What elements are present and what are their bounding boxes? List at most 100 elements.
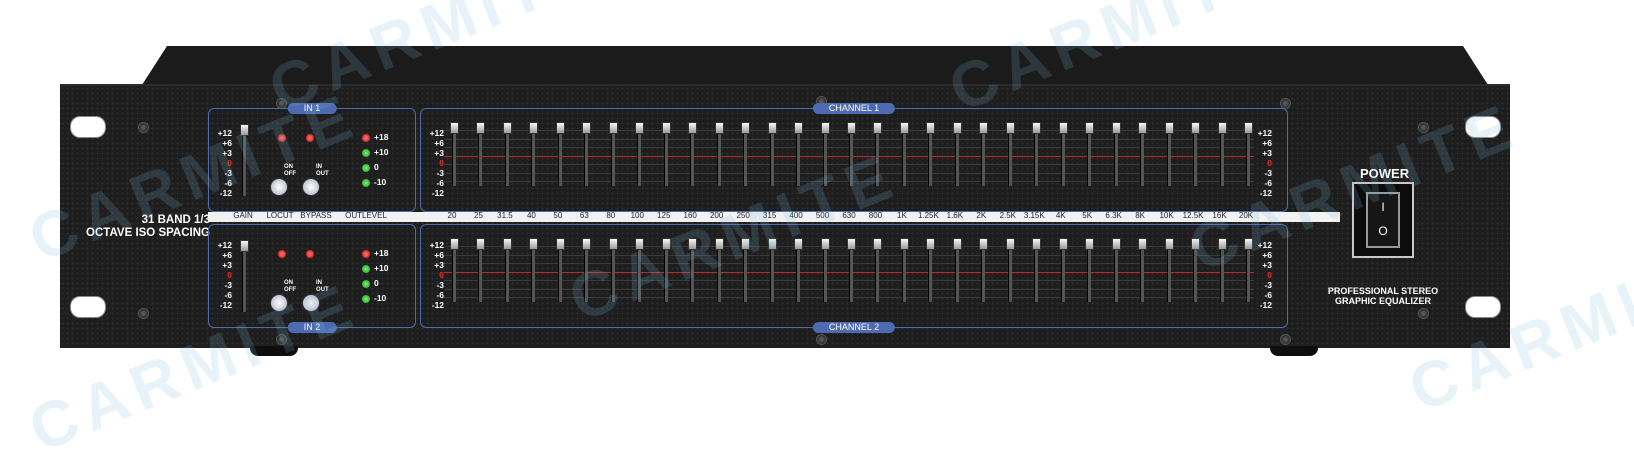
band-slider[interactable] <box>1217 238 1227 302</box>
slider-knob[interactable] <box>1138 122 1148 134</box>
band-slider[interactable] <box>714 122 724 186</box>
band-slider[interactable] <box>873 122 883 186</box>
band-slider[interactable] <box>608 238 618 302</box>
band-slider[interactable] <box>979 122 989 186</box>
slider-knob[interactable] <box>847 122 856 134</box>
band-slider[interactable] <box>1244 238 1253 302</box>
slider-knob[interactable] <box>1244 122 1253 134</box>
slider-knob[interactable] <box>1191 122 1201 134</box>
slider-knob[interactable] <box>450 238 459 250</box>
band-slider[interactable] <box>1138 122 1148 186</box>
slider-knob[interactable] <box>661 238 671 250</box>
band-slider[interactable] <box>1111 238 1121 302</box>
band-slider[interactable] <box>873 238 883 302</box>
band-slider[interactable] <box>502 238 512 302</box>
slider-knob[interactable] <box>1085 238 1095 250</box>
slider-knob[interactable] <box>1244 238 1253 250</box>
band-slider[interactable] <box>450 122 459 186</box>
slider-knob[interactable] <box>555 238 565 250</box>
slider-knob[interactable] <box>1191 238 1201 250</box>
band-slider[interactable] <box>582 122 592 186</box>
band-slider[interactable] <box>476 238 486 302</box>
band-slider[interactable] <box>1191 122 1201 186</box>
slider-knob[interactable] <box>555 122 565 134</box>
slider-knob[interactable] <box>608 122 618 134</box>
band-slider[interactable] <box>741 238 751 302</box>
band-slider[interactable] <box>820 238 830 302</box>
slider-knob[interactable] <box>476 238 486 250</box>
slider-knob[interactable] <box>1111 122 1121 134</box>
band-slider[interactable] <box>1244 122 1253 186</box>
slider-knob[interactable] <box>1138 238 1148 250</box>
band-slider[interactable] <box>555 238 565 302</box>
band-slider[interactable] <box>847 122 856 186</box>
band-slider[interactable] <box>1005 122 1015 186</box>
band-slider[interactable] <box>529 122 539 186</box>
band-slider[interactable] <box>926 238 936 302</box>
band-slider[interactable] <box>741 122 751 186</box>
power-switch[interactable]: I O <box>1366 192 1400 248</box>
band-slider[interactable] <box>1217 122 1227 186</box>
bypass-button[interactable] <box>302 294 320 312</box>
band-slider[interactable] <box>1058 122 1068 186</box>
slider-knob[interactable] <box>1217 238 1227 250</box>
band-slider[interactable] <box>899 238 909 302</box>
slider-knob[interactable] <box>608 238 618 250</box>
band-slider[interactable] <box>926 122 936 186</box>
slider-knob[interactable] <box>661 122 671 134</box>
band-slider[interactable] <box>1032 122 1042 186</box>
slider-knob[interactable] <box>714 238 724 250</box>
slider-knob[interactable] <box>635 238 645 250</box>
band-slider[interactable] <box>502 122 512 186</box>
band-slider[interactable] <box>1191 238 1201 302</box>
slider-knob[interactable] <box>794 238 804 250</box>
gain-slider[interactable] <box>240 124 249 196</box>
band-slider[interactable] <box>1164 122 1174 186</box>
slider-knob[interactable] <box>688 122 698 134</box>
slider-knob[interactable] <box>1164 238 1174 250</box>
slider-knob[interactable] <box>1032 238 1042 250</box>
slider-knob[interactable] <box>979 238 989 250</box>
slider-knob[interactable] <box>767 122 777 134</box>
band-slider[interactable] <box>767 122 777 186</box>
band-slider[interactable] <box>450 238 459 302</box>
band-slider[interactable] <box>899 122 909 186</box>
band-slider[interactable] <box>952 122 962 186</box>
slider-knob[interactable] <box>502 122 512 134</box>
band-slider[interactable] <box>635 122 645 186</box>
slider-knob[interactable] <box>240 124 249 136</box>
slider-knob[interactable] <box>820 122 830 134</box>
slider-knob[interactable] <box>450 122 459 134</box>
band-slider[interactable] <box>582 238 592 302</box>
band-slider[interactable] <box>608 122 618 186</box>
bypass-button[interactable] <box>302 178 320 196</box>
slider-knob[interactable] <box>714 122 724 134</box>
band-slider[interactable] <box>1111 122 1121 186</box>
band-slider[interactable] <box>794 122 804 186</box>
slider-knob[interactable] <box>820 238 830 250</box>
slider-knob[interactable] <box>1164 122 1174 134</box>
slider-knob[interactable] <box>1058 122 1068 134</box>
band-slider[interactable] <box>688 122 698 186</box>
band-slider[interactable] <box>794 238 804 302</box>
band-slider[interactable] <box>820 122 830 186</box>
slider-knob[interactable] <box>847 238 856 250</box>
slider-knob[interactable] <box>741 122 751 134</box>
band-slider[interactable] <box>688 238 698 302</box>
band-slider[interactable] <box>555 122 565 186</box>
band-slider[interactable] <box>661 122 671 186</box>
band-slider[interactable] <box>635 238 645 302</box>
band-slider[interactable] <box>1164 238 1174 302</box>
slider-knob[interactable] <box>529 122 539 134</box>
band-slider[interactable] <box>952 238 962 302</box>
slider-knob[interactable] <box>952 122 962 134</box>
slider-knob[interactable] <box>582 238 592 250</box>
slider-knob[interactable] <box>794 122 804 134</box>
locut-button[interactable] <box>270 178 288 196</box>
slider-knob[interactable] <box>899 238 909 250</box>
slider-knob[interactable] <box>873 122 883 134</box>
band-slider[interactable] <box>476 122 486 186</box>
slider-knob[interactable] <box>1111 238 1121 250</box>
slider-knob[interactable] <box>926 238 936 250</box>
slider-knob[interactable] <box>476 122 486 134</box>
